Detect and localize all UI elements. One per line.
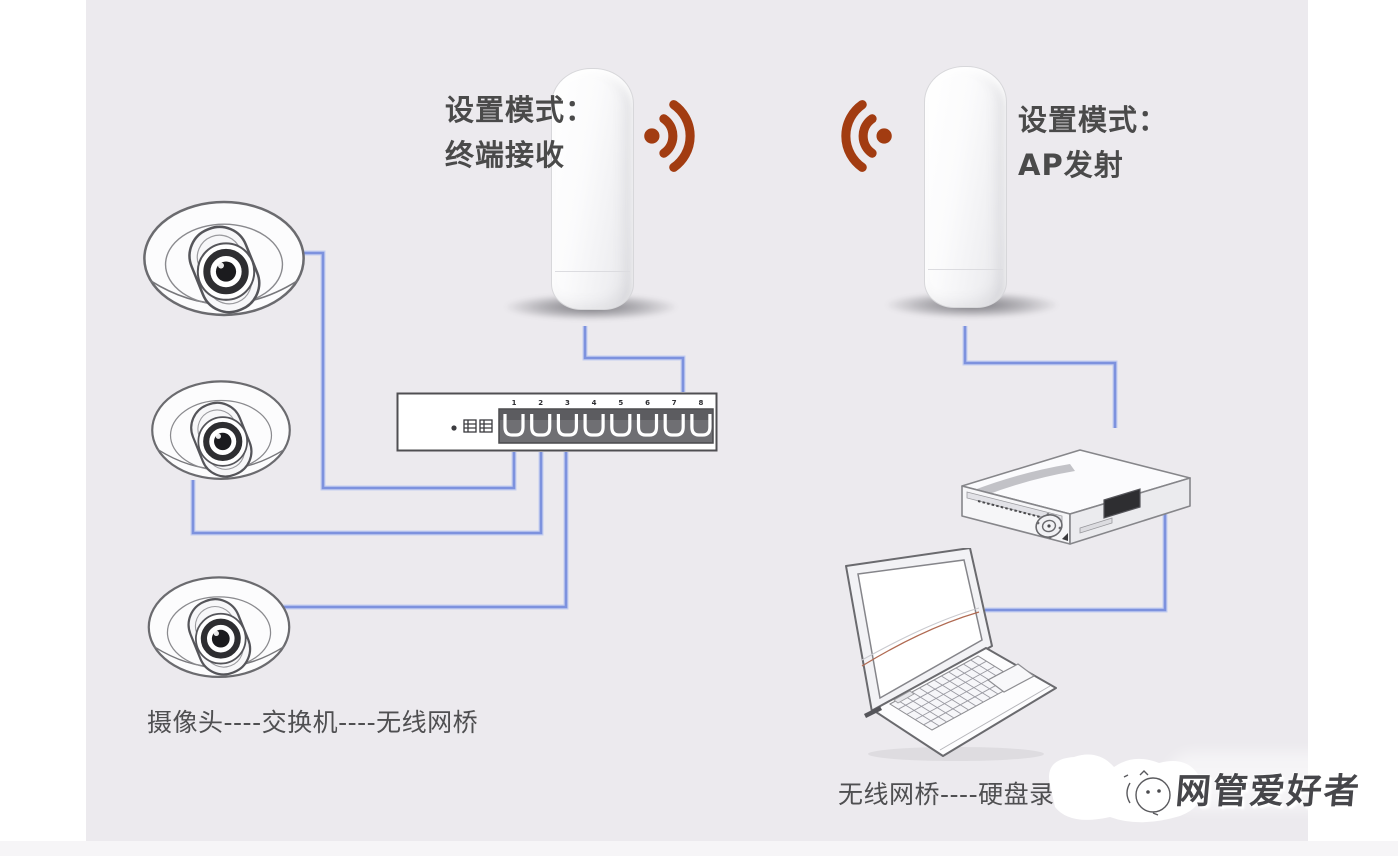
watermark-mascot bbox=[1049, 754, 1203, 823]
svg-text:5: 5 bbox=[618, 399, 623, 407]
dvr-side-slot bbox=[1079, 517, 1113, 534]
watermark-logo-text: 网管爱好者 bbox=[1173, 772, 1363, 812]
svg-text:3: 3 bbox=[565, 399, 570, 407]
dvr-top-swoosh bbox=[974, 464, 1075, 496]
ap-left-mode-label-line2: 终端接收 bbox=[445, 138, 566, 172]
laptop-touchpad bbox=[986, 663, 1036, 693]
laptop bbox=[845, 548, 1057, 761]
svg-text:2: 2 bbox=[538, 399, 543, 407]
link-apleft-switch bbox=[583, 326, 685, 392]
link-apright-dvr bbox=[963, 326, 1117, 428]
svg-text:8: 8 bbox=[698, 399, 703, 407]
caption-bridge-dvr: 无线网桥----硬盘录 bbox=[838, 780, 1055, 809]
wifi-signal-left-icon bbox=[835, 92, 895, 180]
ap-right-mode-label-line1: 设置模式： bbox=[1018, 103, 1169, 137]
caption-camera-switch-bridge: 摄像头----交换机----无线网桥 bbox=[147, 708, 479, 737]
ap-left-seam bbox=[555, 271, 630, 272]
dome-camera-3 bbox=[143, 572, 295, 684]
laptop-side-port bbox=[864, 706, 882, 718]
ap-right-seam bbox=[928, 269, 1003, 270]
link-camera2-switch bbox=[191, 452, 543, 535]
ap-right-mode-label-line2: AP发射 bbox=[1018, 148, 1124, 182]
laptop-hinge bbox=[893, 690, 915, 704]
mascot-face bbox=[1126, 770, 1171, 813]
link-dvr-laptop bbox=[985, 512, 1167, 612]
laptop-screen bbox=[857, 559, 983, 700]
switch-led bbox=[451, 425, 457, 431]
dome-camera-1 bbox=[138, 196, 310, 323]
wifi-signal-right-icon bbox=[641, 92, 701, 180]
svg-text:4: 4 bbox=[592, 399, 597, 407]
page-bottom-margin bbox=[0, 841, 1398, 856]
switch-port-numbers: 1 2 3 4 5 6 7 8 bbox=[512, 399, 704, 407]
dvr-recorder bbox=[961, 449, 1191, 545]
ethernet-switch: 1 2 3 4 5 6 7 8 bbox=[396, 392, 718, 452]
ap-left-mode-label-line1: 设置模式： bbox=[445, 93, 596, 127]
switch-brand-mark bbox=[463, 419, 493, 433]
dvr-side-panel bbox=[1069, 477, 1191, 545]
dvr-power-mark bbox=[1062, 533, 1068, 541]
dvr-side-port bbox=[1103, 488, 1141, 519]
svg-text:1: 1 bbox=[512, 399, 517, 407]
dome-camera-2 bbox=[147, 376, 295, 486]
svg-text:7: 7 bbox=[672, 399, 677, 407]
svg-text:6: 6 bbox=[645, 399, 650, 407]
dvr-jog-dial bbox=[1035, 513, 1063, 539]
link-camera1-switch bbox=[268, 251, 516, 490]
wireless-bridge-left bbox=[551, 68, 634, 310]
dvr-front-buttons bbox=[977, 500, 1041, 518]
switch-rj45-ports bbox=[503, 414, 712, 437]
wireless-bridge-right bbox=[924, 66, 1007, 308]
link-camera3-switch bbox=[280, 452, 568, 609]
